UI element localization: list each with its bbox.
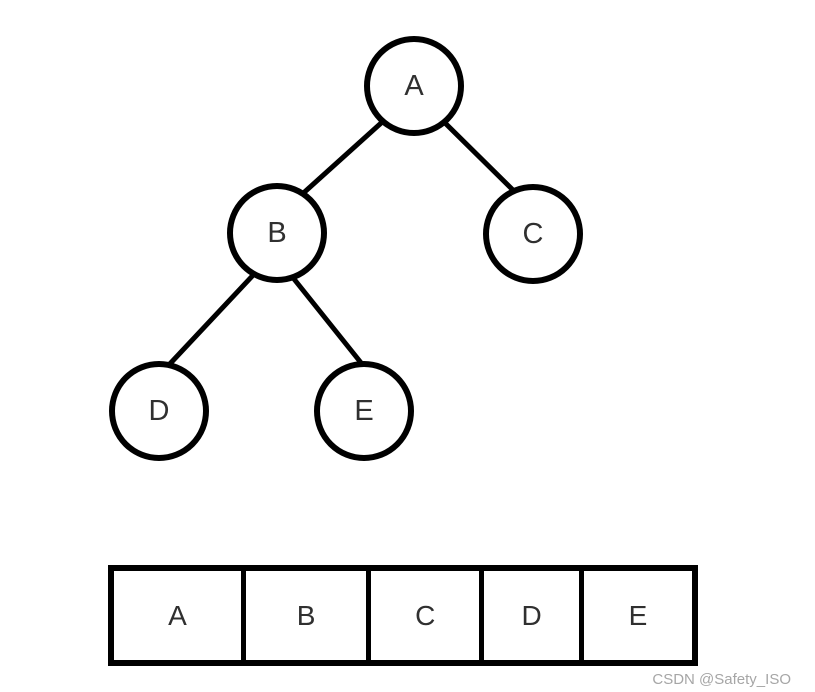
array-representation: A B C D E bbox=[108, 565, 698, 666]
tree-edge-b-d bbox=[163, 268, 260, 371]
tree-node-d-label: D bbox=[148, 394, 170, 427]
array-cell-d-label: D bbox=[521, 599, 542, 631]
array-cell-c-label: C bbox=[415, 599, 436, 631]
tree-edge-b-e bbox=[287, 271, 369, 372]
tree-node-c: C bbox=[483, 184, 583, 284]
array-cell-b-label: B bbox=[296, 599, 316, 631]
tree-node-d: D bbox=[109, 361, 209, 461]
tree-node-e-label: E bbox=[354, 394, 374, 427]
array-cell-a: A bbox=[114, 571, 241, 660]
tree-node-a-label: A bbox=[404, 69, 424, 102]
array-cell-d: D bbox=[479, 571, 579, 660]
tree-edge-a-b bbox=[296, 112, 393, 200]
array-cell-b: B bbox=[240, 571, 366, 660]
tree-node-c-label: C bbox=[522, 217, 544, 250]
array-cell-c: C bbox=[366, 571, 479, 660]
tree-node-a: A bbox=[364, 36, 464, 136]
tree-node-b: B bbox=[227, 183, 327, 283]
array-cell-e: E bbox=[579, 571, 692, 660]
tree-node-e: E bbox=[314, 361, 414, 461]
watermark: CSDN @Safety_ISO bbox=[652, 671, 791, 688]
array-cell-e-label: E bbox=[628, 599, 648, 631]
tree-edge-a-c bbox=[438, 116, 521, 198]
array-cell-a-label: A bbox=[168, 599, 187, 631]
tree-node-b-label: B bbox=[267, 216, 287, 249]
